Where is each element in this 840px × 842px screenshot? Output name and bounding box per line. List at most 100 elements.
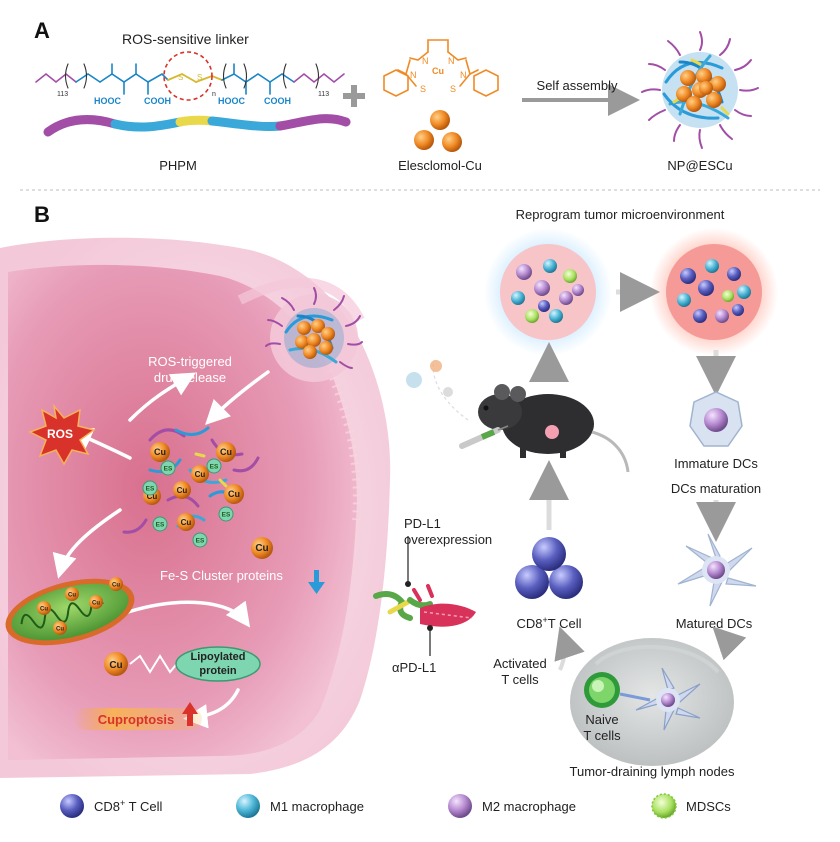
polymer-structure xyxy=(35,63,345,95)
naive-t-cell-icon xyxy=(584,672,620,708)
sulfur-label: S xyxy=(197,73,202,82)
legend-label: M1 macrophage xyxy=(270,799,364,814)
es-molecule-icon xyxy=(160,460,176,476)
dc-migration-arrow xyxy=(712,626,747,661)
ros-release-line2: drug release xyxy=(154,370,226,385)
np-escu-label: NP@ESCu xyxy=(667,158,732,173)
es-molecule-label: ES xyxy=(196,538,205,545)
up-arrow-icon xyxy=(182,702,198,726)
immune-cell-sphere xyxy=(698,280,714,296)
nitrogen-label: N xyxy=(460,70,467,80)
ros-release-line1: ROS-triggered xyxy=(148,354,232,369)
es-molecule-label: ES xyxy=(146,486,155,493)
cu-ion-label: Cu xyxy=(147,492,158,501)
cu-ion-icon xyxy=(109,577,123,591)
cu-ion-icon xyxy=(224,484,244,504)
cu-ion-label: Cu xyxy=(56,627,64,633)
immune-cell-sphere xyxy=(511,291,525,305)
immature-dc-icon xyxy=(689,391,743,447)
cu-ion-icon xyxy=(89,595,103,609)
cd8-t-cell-cluster xyxy=(515,537,583,599)
copper-label: Cu xyxy=(432,66,444,76)
lymph-nodes-label: Tumor-draining lymph nodes xyxy=(570,764,735,779)
legend-label: CD8+ T Cell xyxy=(94,798,162,814)
carboxyl-label: COOH xyxy=(144,96,171,106)
cell-type-legend: CD8+ T Cell M1 macrophage M2 macrophage MDS… xyxy=(60,793,731,819)
cu-ion-label: Cu xyxy=(68,593,76,599)
linker-highlight-circle xyxy=(163,51,213,101)
anti-pd-l1-antibody xyxy=(412,584,476,627)
legend-cell-icon xyxy=(236,794,260,818)
naive-line1: Naive xyxy=(585,712,618,727)
phpm-label: PHPM xyxy=(159,158,197,173)
pd-l1-line1: PD-L1 xyxy=(404,516,441,531)
legend-label: M2 macrophage xyxy=(482,799,576,814)
legend-mdsc-icon xyxy=(651,793,677,819)
panel-a-letter: A xyxy=(34,18,50,43)
cu-ion-icon xyxy=(104,652,128,676)
elesclomol-cu-label: Elesclomol-Cu xyxy=(398,158,482,173)
cu-ion-icon xyxy=(191,465,209,483)
dc-in-lymph-icon xyxy=(635,667,701,731)
immune-cell-sphere xyxy=(680,268,696,284)
immune-cell-sphere xyxy=(705,259,719,273)
cu-sphere xyxy=(442,132,462,152)
immune-cell-sphere xyxy=(543,259,557,273)
cu-ion-icon xyxy=(216,442,236,462)
phpm-ribbon xyxy=(43,114,351,137)
self-assembly-label: Self assembly xyxy=(537,78,618,93)
immune-cell-sphere xyxy=(534,280,550,296)
carboxyl-label: HOOC xyxy=(218,96,246,106)
immune-cell-sphere xyxy=(715,309,729,323)
immune-cell-sphere xyxy=(549,309,563,323)
mouse-icon xyxy=(478,384,630,473)
es-molecule-icon xyxy=(142,480,158,496)
legend-label: MDSCs xyxy=(686,799,731,814)
cu-ion-icon xyxy=(53,621,67,635)
anti-pd-l1-label: αPD-L1 xyxy=(392,660,436,675)
cd8-t-cell-label: CD8+T Cell xyxy=(517,615,582,631)
fes-cluster-label: Fe-S Cluster proteins xyxy=(160,568,283,583)
dcs-maturation-label: DCs maturation xyxy=(671,481,761,496)
activated-line2: T cells xyxy=(501,672,539,687)
es-molecule-icon xyxy=(152,516,168,532)
nitrogen-label: N xyxy=(422,56,429,66)
cu-ion-label: Cu xyxy=(220,447,232,457)
activated-line1: Activated xyxy=(493,656,546,671)
cu-ion-icon xyxy=(65,587,79,601)
cu-ion-icon xyxy=(173,481,191,499)
immune-cell-sphere xyxy=(693,309,707,323)
cu-ion-label: Cu xyxy=(228,489,240,499)
subscript-label: 113 xyxy=(318,91,329,98)
immune-cell-sphere xyxy=(572,284,584,296)
cu-ion-label: Cu xyxy=(181,518,192,527)
immune-cell-sphere xyxy=(737,285,751,299)
es-molecule-icon xyxy=(206,458,222,474)
immune-cell-sphere xyxy=(559,291,573,305)
es-molecule-label: ES xyxy=(222,512,231,519)
es-molecule-label: ES xyxy=(156,522,165,529)
tumor-after-reprogram xyxy=(650,228,778,356)
immune-cell-sphere xyxy=(722,290,734,302)
ros-label: ROS xyxy=(47,427,73,441)
lipoylated-line2: protein xyxy=(199,665,237,677)
cuproptosis-label: Cuproptosis xyxy=(98,712,175,727)
sulfur-label: S xyxy=(420,84,426,94)
cu-ion-label: Cu xyxy=(195,470,206,479)
legend-cell-icon xyxy=(60,794,84,818)
matured-dc-icon xyxy=(677,533,757,607)
plus-icon xyxy=(343,85,365,107)
immune-cell-sphere xyxy=(732,304,744,316)
matured-dcs-label: Matured DCs xyxy=(676,616,753,631)
es-molecule-label: ES xyxy=(164,466,173,473)
naive-line2: T cells xyxy=(583,728,621,743)
cu-ion-icon xyxy=(251,537,273,559)
cu-ion-label: Cu xyxy=(40,607,48,613)
cu-ion-label: Cu xyxy=(177,486,188,495)
immature-dcs-label: Immature DCs xyxy=(674,456,758,471)
cu-ion-label: Cu xyxy=(255,543,268,554)
